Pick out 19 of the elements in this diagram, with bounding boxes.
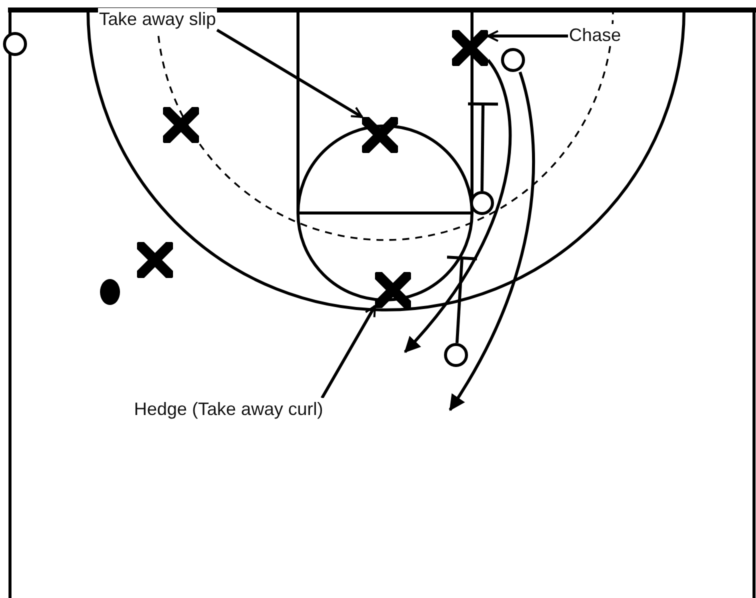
defender-cross-icon <box>375 272 411 308</box>
movement-arrow <box>404 59 512 353</box>
defender-cross-icon <box>362 117 398 153</box>
player-circle <box>470 191 494 215</box>
ball-handler-dot <box>100 279 120 305</box>
player-circle <box>501 48 525 72</box>
defender-cross-icon <box>163 107 199 143</box>
player-circle <box>444 343 468 367</box>
leader-arrow <box>487 30 568 42</box>
annotation-text: Take away slip <box>98 8 218 30</box>
player-circle <box>3 32 27 56</box>
leader-arrow <box>320 305 376 399</box>
annotation-text: Hedge (Take away curl) <box>133 398 324 420</box>
screen-line <box>466 102 500 192</box>
leader-arrow <box>216 28 363 118</box>
defender-cross-icon <box>137 242 173 278</box>
defender-cross-icon <box>452 30 488 66</box>
screen-line <box>446 256 478 344</box>
movement-arrow <box>448 72 535 411</box>
